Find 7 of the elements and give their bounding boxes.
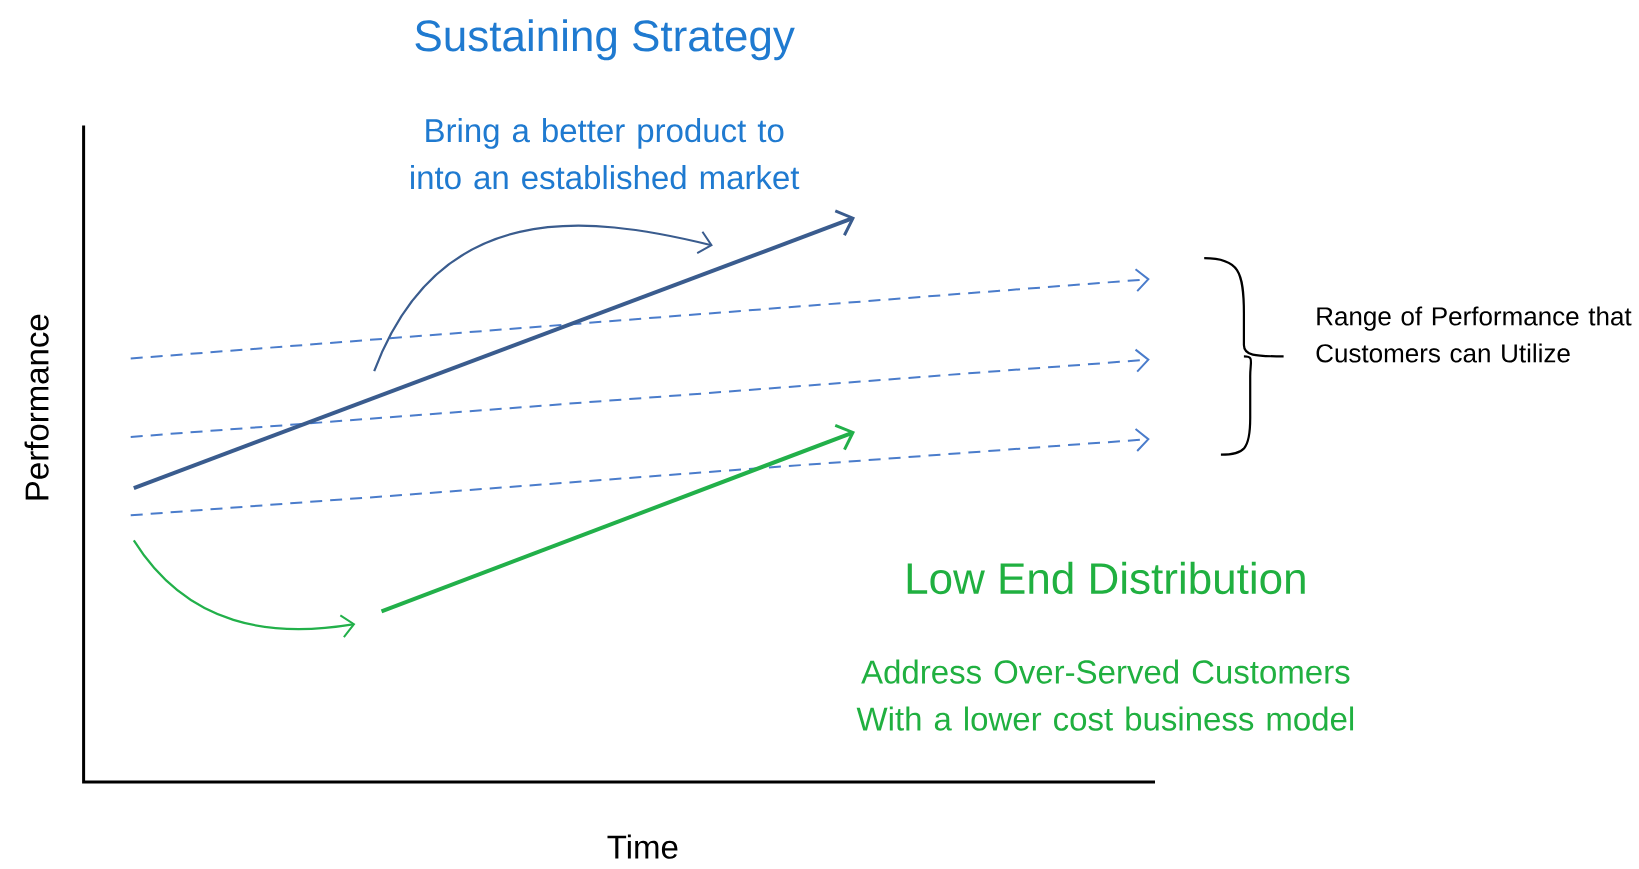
annotation-text: Range of Performance that Customers can Utilize	[1316, 306, 1632, 363]
subtitle: Bring a better product to into an established market	[411, 118, 800, 190]
heading: Sustaining Strategy	[415, 19, 795, 61]
axis-label: Performance	[24, 314, 49, 500]
axis-label: Time	[607, 834, 678, 859]
subtitle: Address Over-Served Customers With a lower cost business model	[856, 659, 1354, 731]
heading: Low End Distribution	[907, 561, 1305, 595]
